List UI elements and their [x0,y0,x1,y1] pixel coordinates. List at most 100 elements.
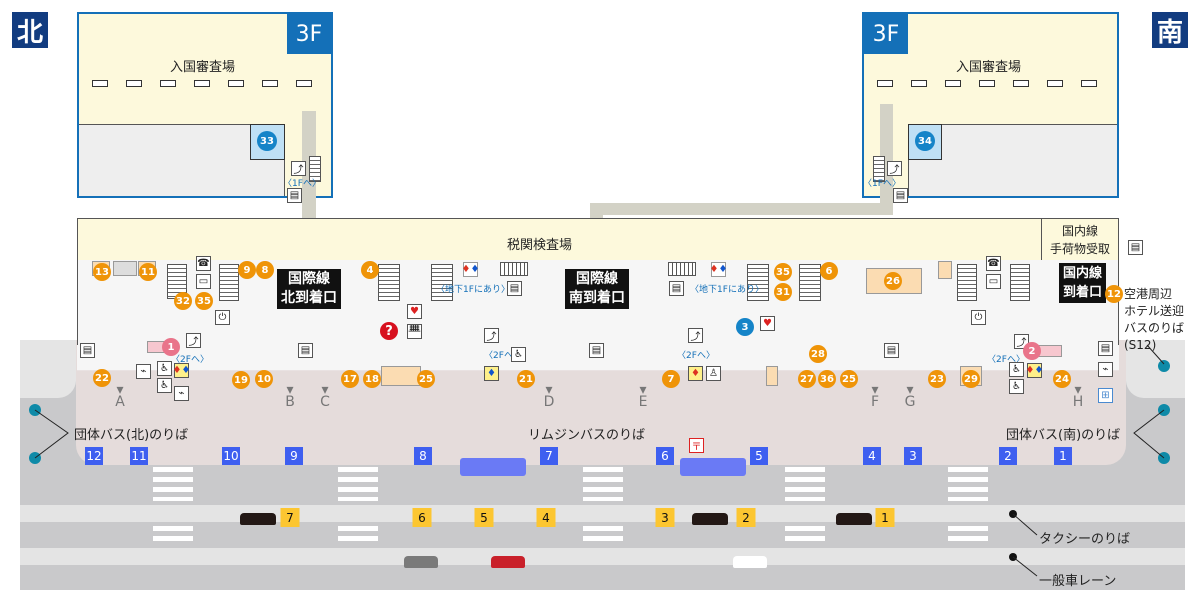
taxi-stand-3[interactable]: 3 [655,508,675,527]
marker-26[interactable]: 26 [884,272,902,290]
marker-22[interactable]: 22 [93,369,111,387]
marker-3[interactable]: 3 [736,318,754,336]
bus-stop-1[interactable]: 1 [1054,447,1072,465]
marker-9[interactable]: 9 [238,261,256,279]
bus-stop-2[interactable]: 2 [999,447,1017,465]
marker-25[interactable]: 25 [840,370,858,388]
bus-stop-8[interactable]: 8 [414,447,432,465]
taxi-stand-6[interactable]: 6 [412,508,432,527]
marker-1[interactable]: 1 [162,338,180,356]
marker-25[interactable]: 25 [417,370,435,388]
marker-27[interactable]: 27 [798,370,816,388]
bus-stop-10[interactable]: 10 [222,447,240,465]
marker-28[interactable]: 28 [809,345,827,363]
marker-12[interactable]: 12 [1105,285,1123,303]
north-group-bus-label: 団体バス(北)のりば [74,428,189,443]
marker-23[interactable]: 23 [928,370,946,388]
marker-17[interactable]: 17 [341,370,359,388]
marker-33[interactable]: 33 [257,131,277,151]
to-1f-note: 〈1Fへ〉 [283,179,321,189]
marker-11[interactable]: 11 [139,263,157,281]
bus-stop-6[interactable]: 6 [656,447,674,465]
stairs [378,264,400,301]
family-icon: ᚙ [407,324,422,339]
marker-19[interactable]: 19 [232,371,250,389]
to-1f-note: 〈1Fへ〉 [863,179,901,189]
phone-icon: ☎ [986,256,1001,271]
elevator-icon: ▤ [884,343,899,358]
taxi-stand-5[interactable]: 5 [474,508,494,527]
floor-label: 3F [864,14,908,54]
bus-stop-11[interactable]: 11 [130,447,148,465]
exit-line: 国際線 [576,271,618,287]
marker-35[interactable]: 35 [774,263,792,281]
marker-2[interactable]: 2 [1023,342,1041,360]
marker-18[interactable]: 18 [363,370,381,388]
marker-8[interactable]: 8 [256,261,274,279]
elevator-icon: ▤ [1128,240,1143,255]
marker-31[interactable]: 31 [774,283,792,301]
exit-line: 国内線 [1063,266,1103,281]
bus-stop-9[interactable]: 9 [285,447,303,465]
bus-stop-4[interactable]: 4 [863,447,881,465]
crosswalk [583,467,623,501]
marker-34[interactable]: 34 [915,131,935,151]
power-outlet-icon: ⏻ [971,310,986,325]
gate-label: H [1072,394,1084,410]
atm-icon: ▭ [986,274,1001,289]
crosswalk [785,467,825,501]
taxi-stand-7[interactable]: 7 [280,508,300,527]
bus-stop-3[interactable]: 3 [904,447,922,465]
marker-7[interactable]: 7 [662,370,680,388]
mens-restroom-icon: ♦ [484,366,499,381]
shop [938,261,952,279]
elevator-icon: ▤ [893,188,908,203]
marker-6[interactable]: 6 [820,262,838,280]
immigration-label: 入国審査場 [956,60,1022,75]
marker-35[interactable]: 35 [195,292,213,310]
crosswalk [338,467,378,501]
gate-h: ▾H [1072,382,1084,410]
stairs [747,264,769,301]
smoking-area-icon: ⌁ [1098,362,1113,377]
basement-note: 〈地下1Fにあり〉 [436,285,510,295]
information-icon[interactable]: ? [380,322,398,340]
marker-13[interactable]: 13 [93,263,111,281]
atm-icon: ▭ [196,274,211,289]
stairs [799,264,821,301]
escalator-icon: ⤴ [484,328,499,343]
hotel-shuttle-line: ホテル送迎 [1124,304,1185,318]
crosswalk [583,526,623,546]
bus-stop-12[interactable]: 12 [85,447,103,465]
immigration-booths [92,80,312,87]
customs-area [77,218,1119,261]
taxi-stand-1[interactable]: 1 [875,508,895,527]
gate-label: G [904,394,916,410]
marker-10[interactable]: 10 [255,370,273,388]
marker-4[interactable]: 4 [361,261,379,279]
bus-stop-5[interactable]: 5 [750,447,768,465]
marker-29[interactable]: 29 [962,370,980,388]
shop [766,366,778,386]
gate-e: ▾E [638,382,648,410]
elevator-icon: ▤ [287,188,302,203]
taxi-stand-4[interactable]: 4 [536,508,556,527]
floor3-south-gray-area [908,124,1117,196]
bus-stop-7[interactable]: 7 [540,447,558,465]
elevator-icon: ▤ [80,343,95,358]
taxi-stand-2[interactable]: 2 [736,508,756,527]
domestic-arrival-exit: 国内線到着口 [1059,263,1107,303]
baby-room-icon: ♿ [1009,379,1024,394]
marker-21[interactable]: 21 [517,370,535,388]
marker-24[interactable]: 24 [1053,370,1071,388]
womens-restroom-icon: ♦ [688,366,703,381]
limousine-bus-label: リムジンバスのりば [528,428,646,443]
to-2f-note: 〈2Fへ〉 [987,355,1025,365]
restroom-icon: ♦♦ [1025,363,1044,378]
marker-36[interactable]: 36 [818,370,836,388]
escalator-icon: ⤴ [688,328,703,343]
limousine-bus-icon [460,458,526,476]
north-arrival-exit: 国際線北到着口 [277,269,341,309]
marker-32[interactable]: 32 [174,292,192,310]
